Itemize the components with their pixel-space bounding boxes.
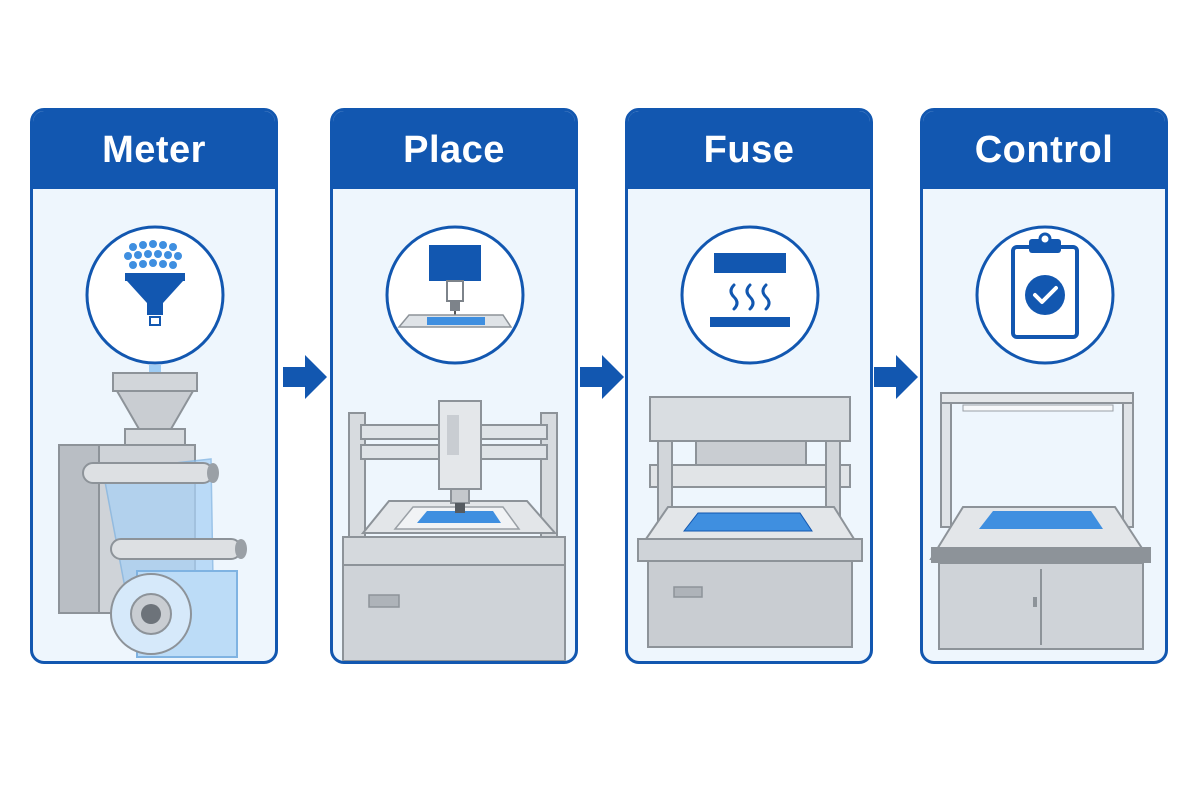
heat-press-icon: [680, 225, 820, 365]
step-body-fuse: [628, 189, 870, 661]
control-illustration: [929, 225, 1151, 650]
step-title-control: Control: [923, 111, 1165, 189]
hopper: [112, 372, 198, 446]
flow-arrow-3: [874, 355, 918, 399]
step-title-fuse: Fuse: [628, 111, 870, 189]
step-card-place: Place: [330, 108, 578, 664]
place-illustration: [342, 225, 566, 661]
hot-press-machine: [637, 396, 863, 648]
step-body-meter: [33, 189, 275, 661]
step-card-fuse: Fuse: [625, 108, 873, 664]
step-title-place: Place: [333, 111, 575, 189]
meter-illustration: [58, 225, 247, 658]
flow-arrow-2: [580, 355, 624, 399]
step-card-control: Control: [920, 108, 1168, 664]
clipboard-check-icon: [975, 225, 1115, 365]
step-card-meter: Meter: [30, 108, 278, 664]
step-body-control: [923, 189, 1165, 661]
extrusion-roll-machine: [58, 444, 247, 658]
funnel-granules-icon: [85, 225, 225, 365]
gantry-placement-machine: [342, 400, 566, 661]
step-title-meter: Meter: [33, 111, 275, 189]
step-body-place: [333, 189, 575, 661]
fuse-illustration: [637, 225, 863, 648]
flow-arrow-1: [283, 355, 327, 399]
inspection-station: [929, 392, 1151, 650]
placement-head-icon: [385, 225, 525, 365]
